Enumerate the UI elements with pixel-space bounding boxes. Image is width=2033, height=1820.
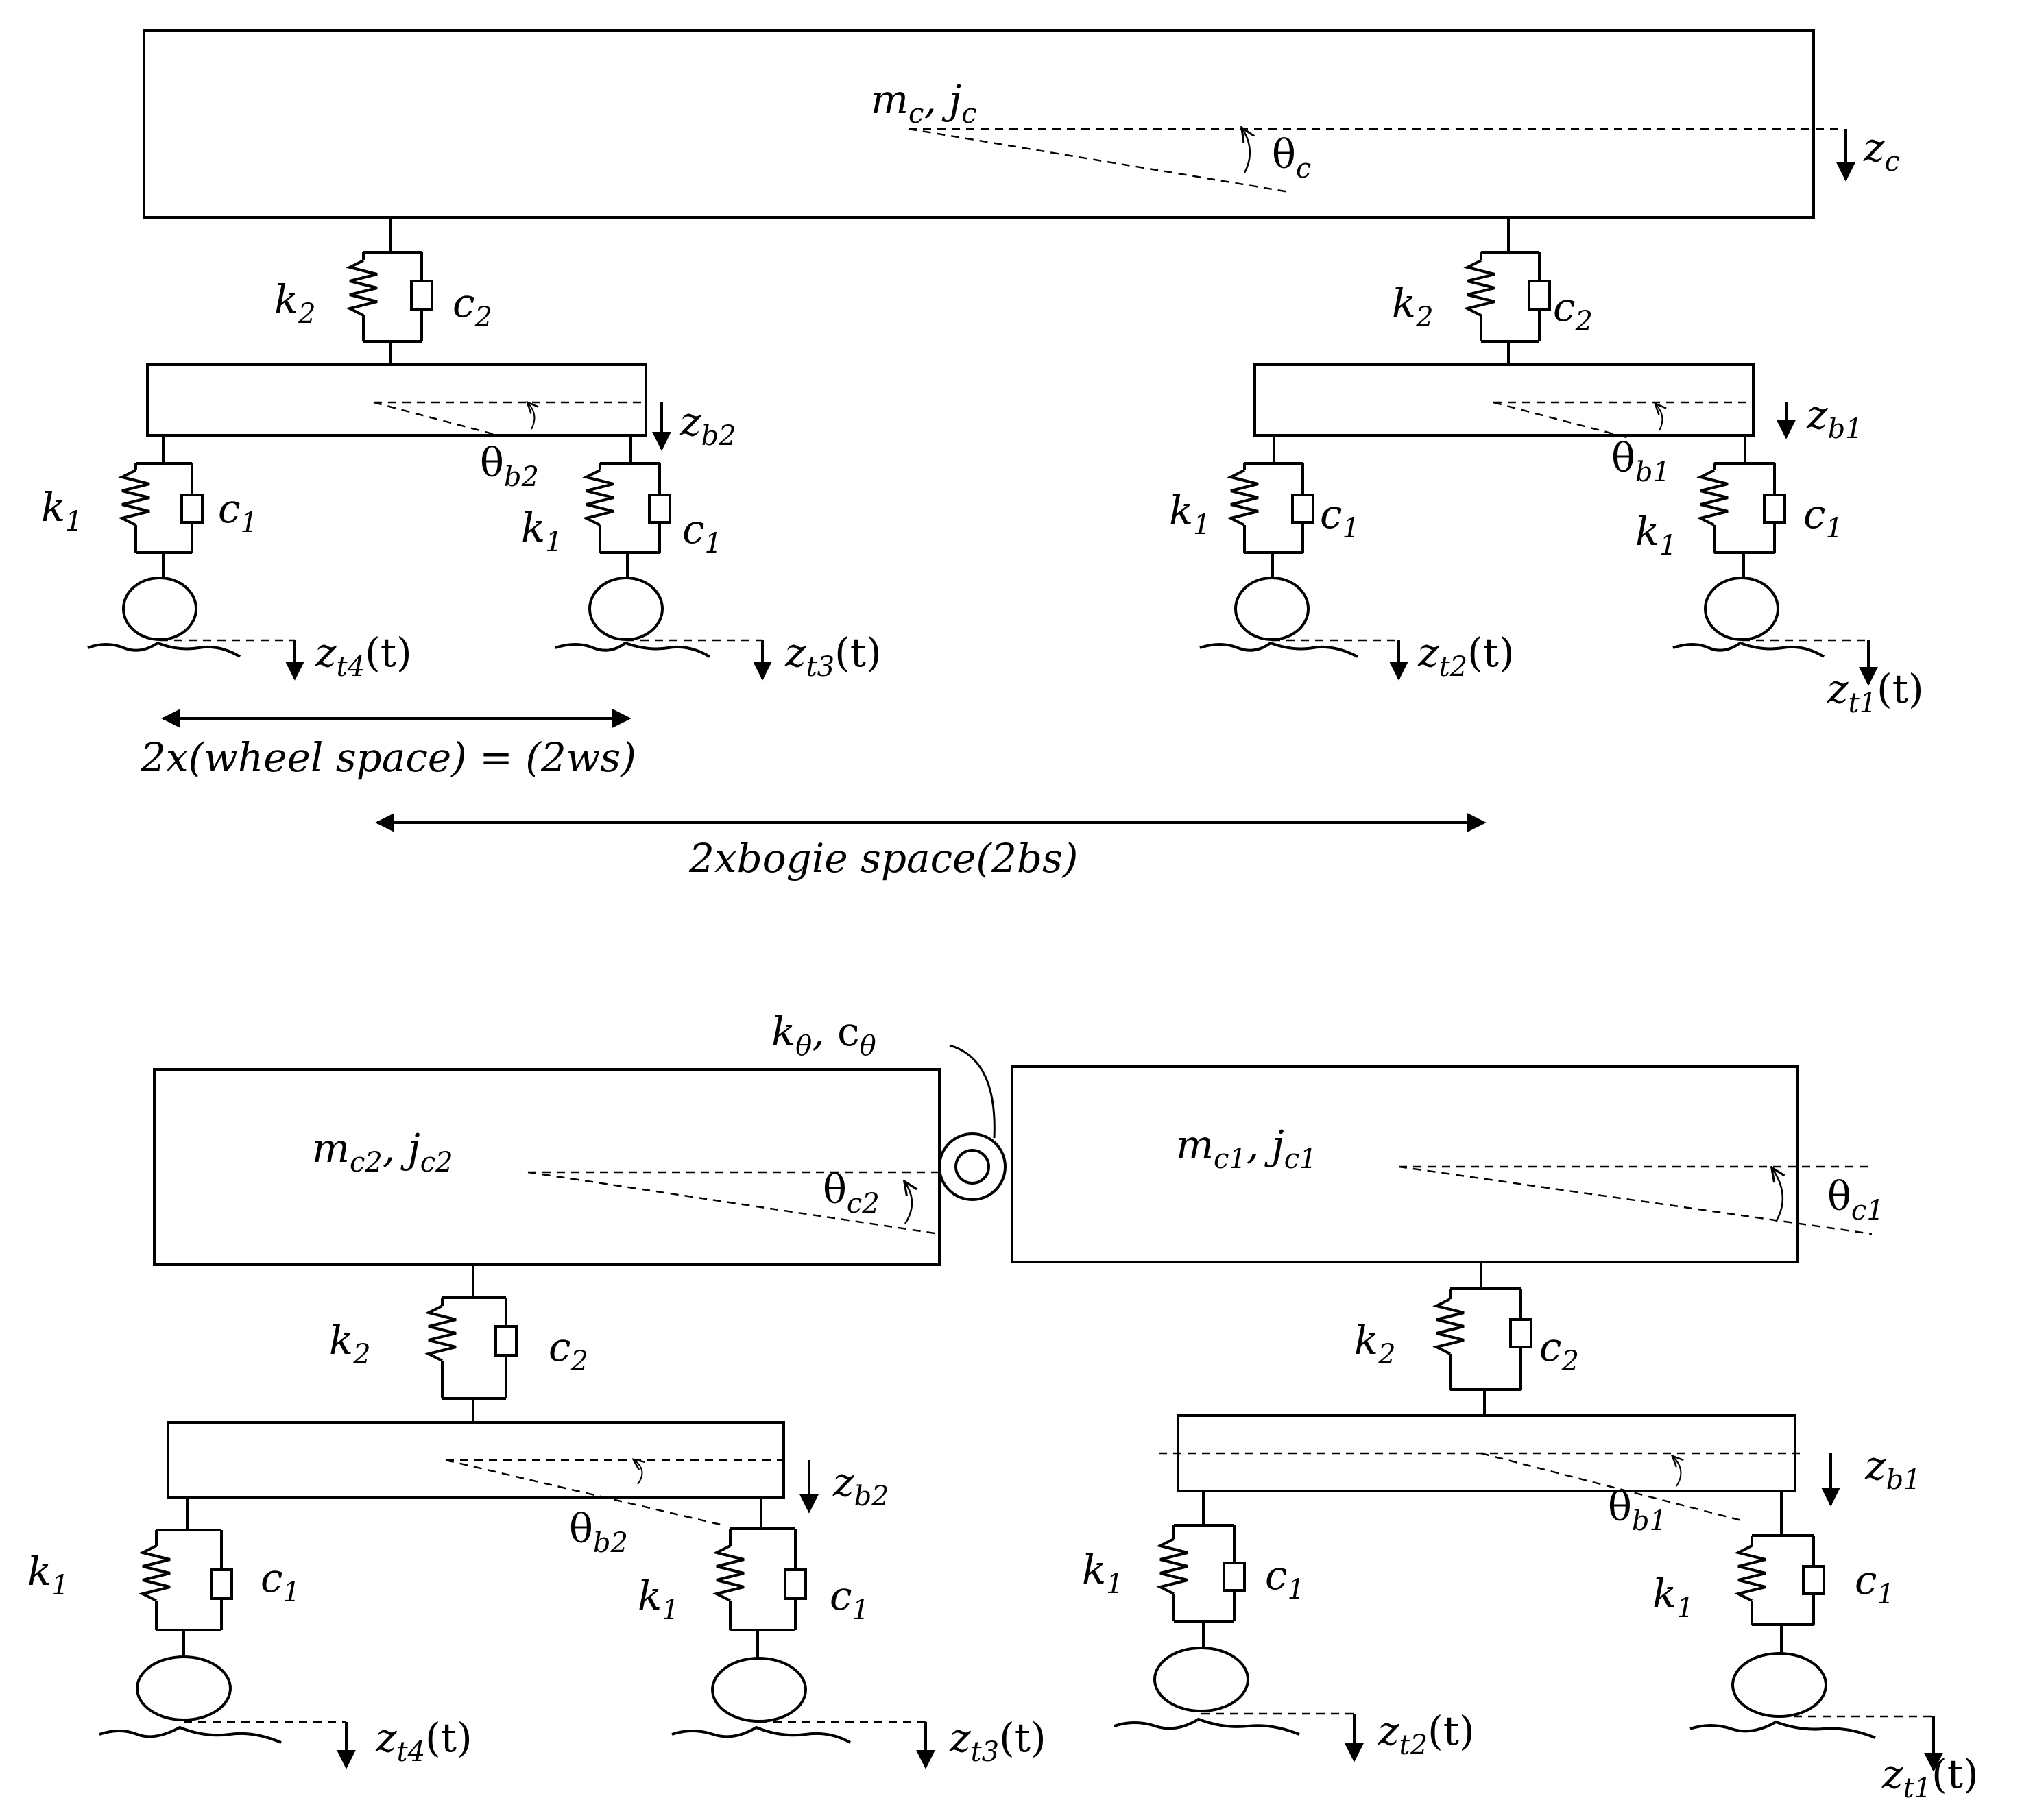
- car-mass-label: mc, jc: [871, 76, 977, 130]
- bogie-pitch-label: θb1: [1608, 1483, 1667, 1537]
- c1-label: c1: [261, 1555, 300, 1608]
- c1-label: c1: [830, 1573, 869, 1626]
- joint-label: kθ, cθ: [771, 1008, 876, 1062]
- car-body-2: mc2, jc2 θc2: [153, 1068, 941, 1266]
- secondary-suspension-left: k2 c2: [329, 1265, 588, 1422]
- c2-label: c2: [549, 1324, 588, 1377]
- c1-label: c1: [1265, 1552, 1305, 1605]
- wheel-z-label: zt3(t): [784, 629, 882, 683]
- k1-label: k1: [27, 1548, 69, 1601]
- k2-label: k2: [274, 276, 316, 330]
- wheel: [1153, 1647, 1249, 1712]
- wheelset-4: zt4(t) k1 c1: [27, 1498, 472, 1769]
- k1-label: k1: [1169, 487, 1211, 541]
- secondary-suspension-right: k2 c2: [1392, 217, 1593, 365]
- wheel-space-label: 2x(wheel space) = (2ws): [140, 734, 636, 781]
- c1-label: c1: [1855, 1557, 1894, 1610]
- k1-label: k1: [1652, 1570, 1694, 1624]
- wheel: [122, 577, 197, 641]
- rail-profile: [1689, 1720, 1876, 1739]
- wheelset-1: zt1(t) k1 c1: [1635, 435, 1924, 719]
- wheel: [711, 1657, 807, 1723]
- rail-profile: [87, 641, 241, 658]
- car-mass-label: mc2, jc2: [312, 1125, 453, 1178]
- wheel-z-label: zt4(t): [315, 629, 412, 683]
- bogie-z-label: zb2: [679, 398, 736, 452]
- wheel-z-label: zt2(t): [1378, 1708, 1475, 1761]
- bogie-space-label: 2xbogie space(2bs): [688, 835, 1078, 882]
- c1-label: c1: [218, 485, 258, 539]
- secondary-suspension-left: k2 c2: [274, 217, 492, 365]
- bogie-z-label: zb1: [1806, 391, 1863, 445]
- bogie-1: zb1 θb1: [1159, 1414, 1921, 1537]
- articulation-joint: kθ, cθ: [771, 1008, 1007, 1201]
- bogie-z-label: zb2: [832, 1459, 889, 1512]
- wheel-z-label: zt3(t): [949, 1714, 1046, 1768]
- wheel: [588, 577, 664, 641]
- bogie-z-label: zb1: [1864, 1442, 1921, 1496]
- wheelset-4: zt4(t) k1 c1: [41, 435, 412, 683]
- wheel: [1704, 577, 1779, 641]
- wheel-z-label: zt1(t): [1881, 1751, 1979, 1804]
- wheel-z-label: zt4(t): [375, 1714, 472, 1768]
- k1-label: k1: [638, 1573, 679, 1626]
- top-model: mc, jc θc zc k2 c2: [41, 29, 1924, 882]
- car-pitch-label: θc2: [823, 1166, 880, 1220]
- c1-label: c1: [682, 506, 722, 559]
- rail-profile: [1672, 641, 1825, 658]
- k1-label: k1: [1082, 1546, 1124, 1600]
- wheel: [1234, 577, 1310, 641]
- c1-label: c1: [1803, 491, 1843, 544]
- car-z-label: zc: [1863, 124, 1900, 178]
- car-body-box: [143, 29, 1815, 219]
- k1-label: k1: [41, 484, 83, 537]
- car-mass-label: mc1, jc1: [1176, 1121, 1317, 1175]
- car-body-1: mc1, jc1 θc1: [1011, 1065, 1884, 1263]
- bogie-pitch-label: θb1: [1611, 435, 1670, 488]
- car-pitch-arrow: [1242, 129, 1250, 173]
- k2-label: k2: [1392, 280, 1434, 333]
- c2-label: c2: [1553, 284, 1593, 337]
- k1-label: k1: [1635, 508, 1677, 561]
- bottom-model: kθ, cθ mc2, jc2 θc2 mc1, jc1 θc1: [27, 1008, 1979, 1804]
- bogie-pitch-label: θb2: [480, 439, 539, 493]
- wheel: [136, 1655, 232, 1721]
- car-pitch-label: θc: [1272, 131, 1311, 184]
- wheel-z-label: zt1(t): [1827, 666, 1924, 719]
- bogie-2: zb2 θb2: [167, 1421, 889, 1559]
- wheel-z-label: zt2(t): [1417, 629, 1515, 683]
- c1-label: c1: [1320, 491, 1360, 544]
- c2-label: c2: [453, 280, 492, 333]
- rail-profile: [99, 1725, 282, 1744]
- c2-label: c2: [1539, 1324, 1579, 1377]
- bogie-2: zb2 θb2: [146, 363, 736, 493]
- k1-label: k1: [521, 505, 563, 558]
- wheelset-2: zt2(t) k1 c1: [1169, 435, 1515, 683]
- rail-profile: [1114, 1717, 1300, 1736]
- rail-profile: [555, 641, 711, 658]
- bogie-pitch-label: θb2: [569, 1505, 628, 1559]
- wheelset-1: zt1(t) k1 c1: [1652, 1491, 1979, 1804]
- rail-profile: [1199, 641, 1358, 658]
- secondary-suspension-right: k2 c2: [1354, 1262, 1579, 1416]
- wheelset-3: zt3(t) k1 c1: [638, 1498, 1046, 1769]
- k2-label: k2: [1354, 1317, 1396, 1370]
- rail-profile: [671, 1725, 851, 1744]
- wheelset-3: zt3(t) k1 c1: [521, 435, 882, 683]
- wheelset-2: zt2(t) k1 c1: [1082, 1491, 1475, 1762]
- car-pitch-label: θc1: [1827, 1173, 1884, 1226]
- bogie-1: zb1 θb1: [1253, 363, 1863, 488]
- wheel: [1731, 1652, 1827, 1718]
- k2-label: k2: [329, 1317, 371, 1370]
